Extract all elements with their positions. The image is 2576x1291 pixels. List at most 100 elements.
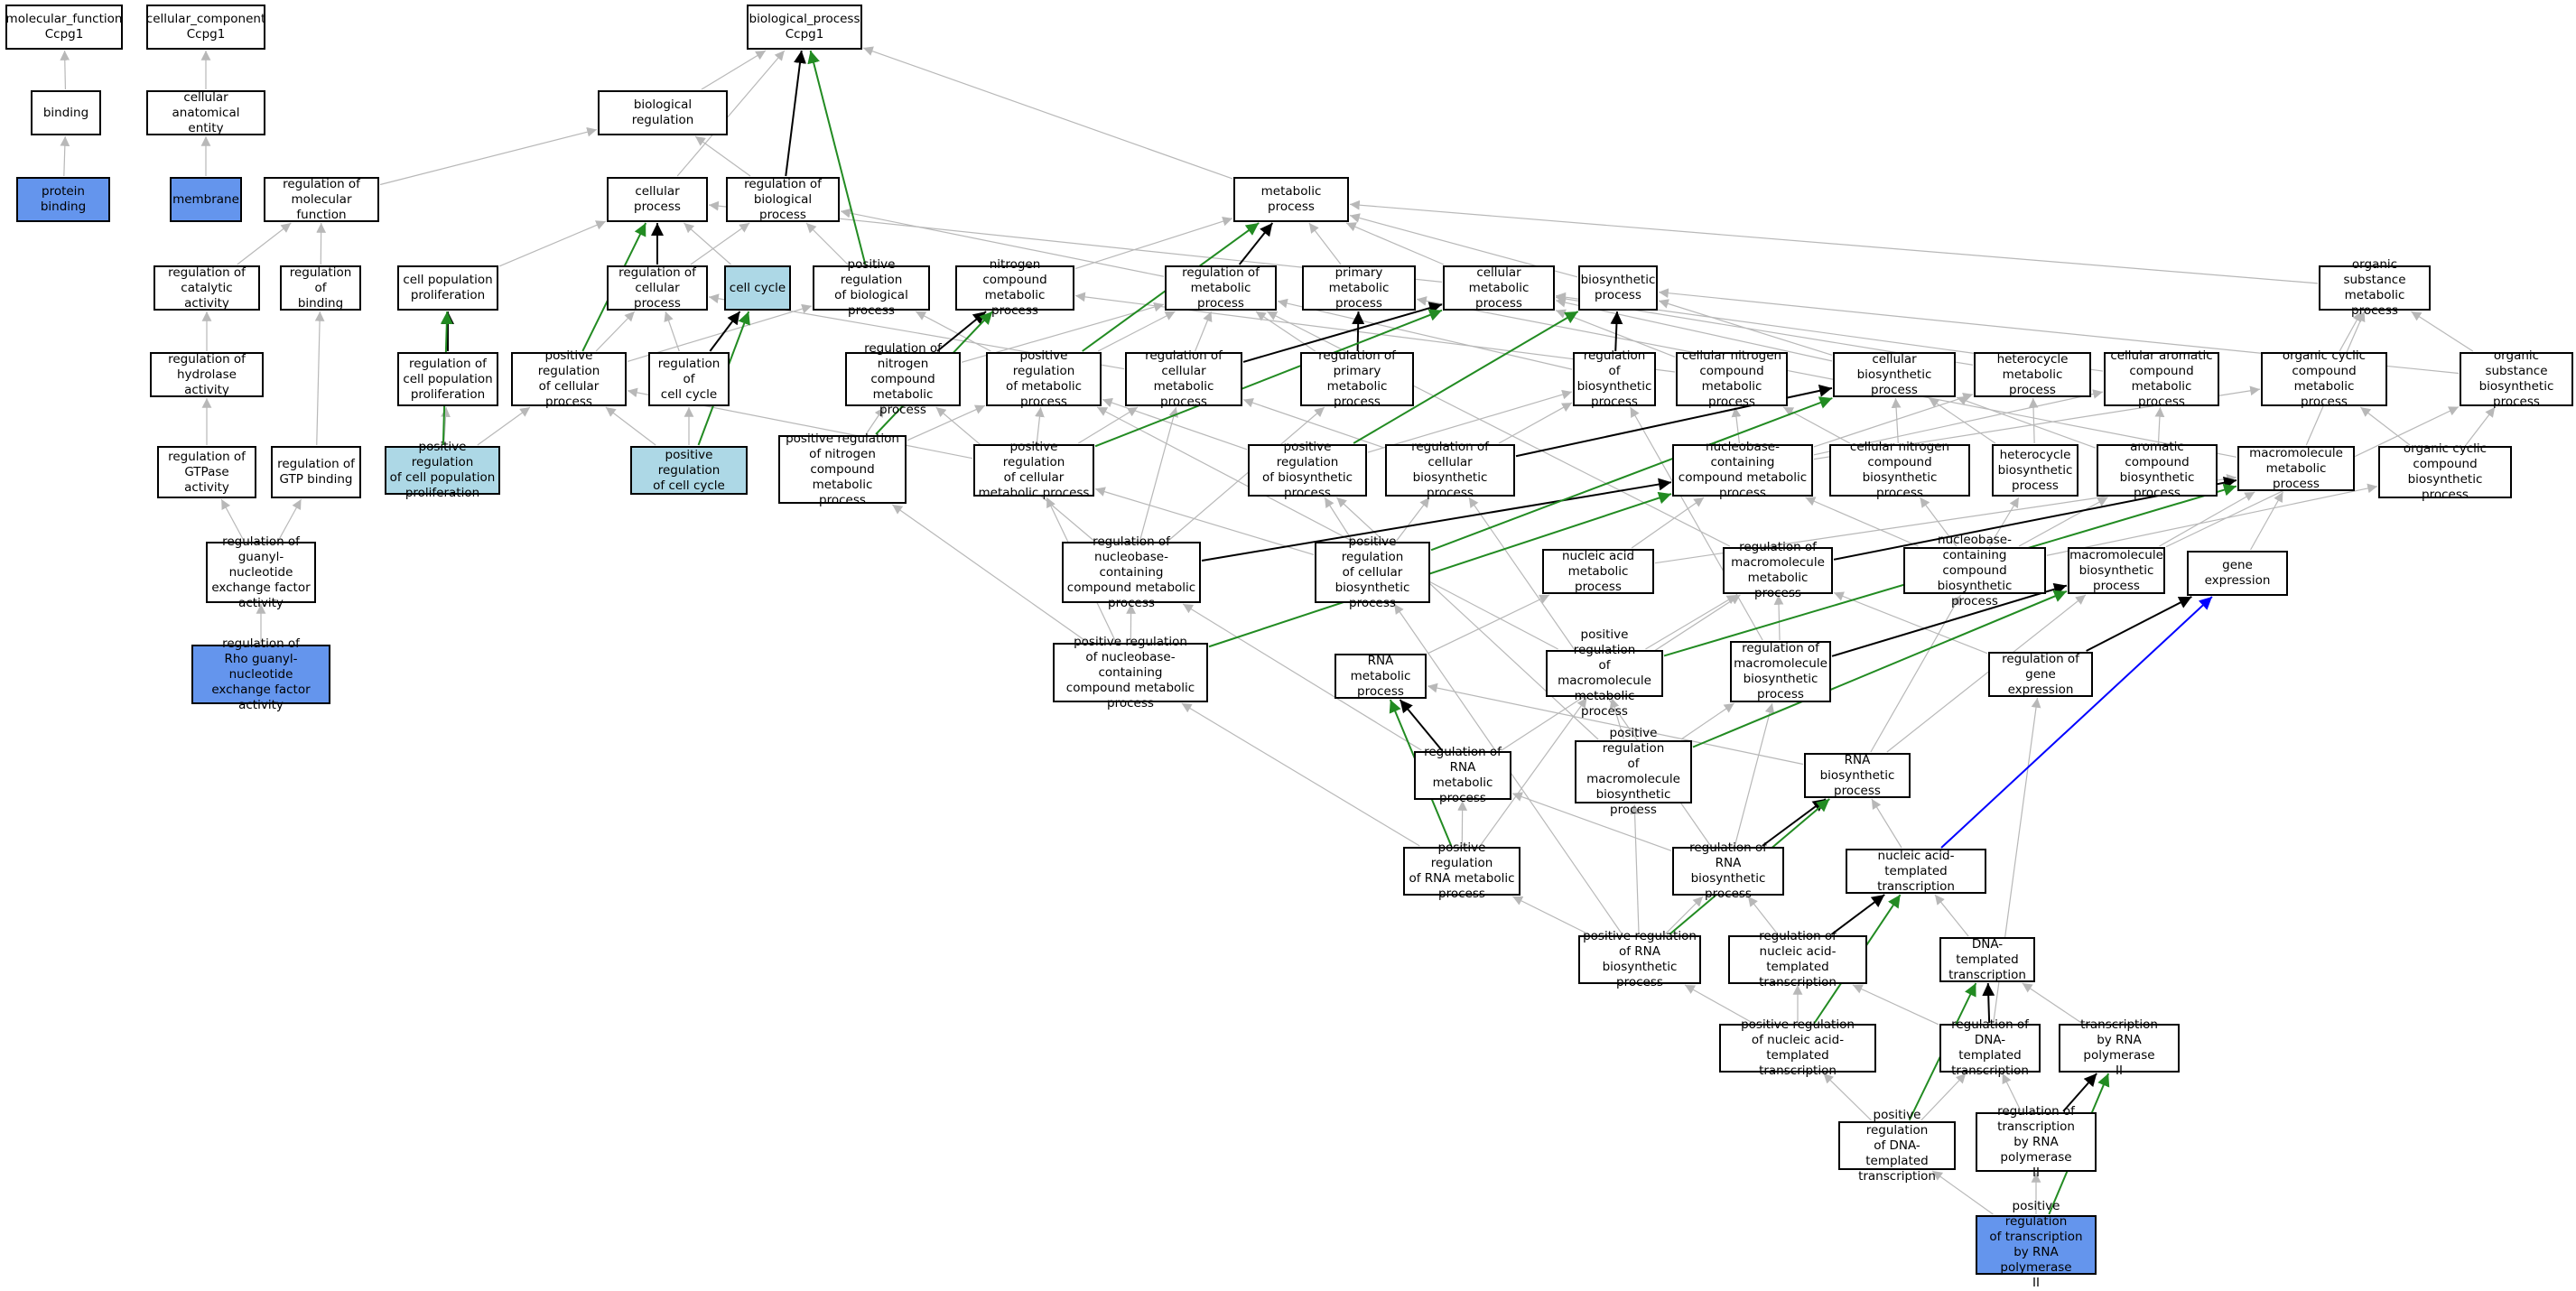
node-regguanyl[interactable]: regulation of guanyl-nucleotide exchange…	[206, 542, 316, 603]
node-heterbiosyn[interactable]: heterocycle biosynthetic process	[1992, 444, 2078, 497]
node-cellbiosyn[interactable]: cellular biosynthetic process	[1833, 352, 1956, 397]
node-cellcycle[interactable]: cell cycle	[724, 265, 791, 311]
node-regmetproc[interactable]: regulation of metabolic process	[1165, 265, 1277, 311]
node-orgcyccompbiosyn[interactable]: organic cyclic compound biosynthetic pro…	[2378, 446, 2512, 498]
node-metproc[interactable]: metabolic process	[1233, 177, 1349, 222]
node-cellmet[interactable]: cellular metabolic process	[1443, 265, 1555, 311]
edge-protbind-to-binding	[64, 136, 65, 176]
node-posregmacromolmet[interactable]: positive regulation of macromolecule met…	[1546, 650, 1663, 697]
node-posregcellproc[interactable]: positive regulation of cellular process	[511, 352, 627, 406]
edge-regmetproc-to-metproc	[1240, 223, 1273, 265]
node-cellnitcompmet[interactable]: cellular nitrogen compound metabolic pro…	[1676, 352, 1788, 406]
edge-posregcellcycle-to-posregcellproc	[606, 407, 656, 445]
node-bp_root[interactable]: biological_process Ccpg1	[747, 5, 862, 50]
node-posregmetproc[interactable]: positive regulation of metabolic process	[986, 352, 1102, 406]
node-rnabiosyn[interactable]: RNA biosynthetic process	[1804, 753, 1911, 798]
node-nucbasecontbiosyn[interactable]: nucleobase-containing compound biosynthe…	[1903, 547, 2046, 594]
node-regrhoguanyl[interactable]: regulation of Rho guanyl-nucleotide exch…	[191, 645, 330, 704]
node-orgsubbiosyn[interactable]: organic substance biosynthetic process	[2460, 352, 2573, 406]
node-regrnamet[interactable]: regulation of RNA metabolic process	[1414, 751, 1511, 800]
node-posregcellcycle[interactable]: positive regulation of cell cycle	[630, 446, 748, 495]
node-mf_root[interactable]: molecular_function Ccpg1	[5, 5, 123, 50]
node-regmacromolmet[interactable]: regulation of macromolecule metabolic pr…	[1723, 547, 1833, 594]
edge-heterbiosyn-to-hetermet	[2033, 398, 2034, 443]
node-orgcyccompmet[interactable]: organic cyclic compound metabolic proces…	[2261, 352, 2387, 406]
node-regmacromolbiosyn[interactable]: regulation of macromolecule biosynthetic…	[1730, 641, 1831, 702]
node-binding[interactable]: binding	[31, 90, 101, 135]
node-macromolmet[interactable]: macromolecule metabolic process	[2237, 446, 2355, 491]
node-membrane[interactable]: membrane	[170, 177, 242, 222]
node-posregbiosyn[interactable]: positive regulation of biosynthetic proc…	[1248, 444, 1367, 497]
node-posregbioproc[interactable]: positive regulation of biological proces…	[813, 265, 930, 311]
node-cellaromcomp[interactable]: cellular aromatic compound metabolic pro…	[2104, 352, 2219, 406]
node-regmolfun[interactable]: regulation of molecular function	[264, 177, 379, 222]
node-regcatact[interactable]: regulation of catalytic activity	[153, 265, 260, 311]
node-regbiosyn[interactable]: regulation of biosynthetic process	[1573, 352, 1656, 406]
edge-geneexpr-to-macromolmet	[2251, 492, 2283, 550]
edge-nucacidtemptx-to-rnabiosyn	[1872, 799, 1902, 848]
node-cae[interactable]: cellular anatomical entity	[146, 90, 265, 135]
node-hetermet[interactable]: heterocycle metabolic process	[1974, 352, 2091, 397]
edge-posregcellproc-to-regcellproc	[596, 311, 635, 351]
node-cellpopprol[interactable]: cell population proliferation	[397, 265, 498, 311]
node-nucbasecontmet[interactable]: nucleobase-containing compound metabolic…	[1672, 444, 1813, 497]
node-reghydact[interactable]: regulation of hydrolase activity	[150, 352, 264, 397]
node-regcellpopprol[interactable]: regulation of cell population proliferat…	[397, 352, 498, 406]
node-reggtpase[interactable]: regulation of GTPase activity	[157, 446, 256, 498]
node-biosyn[interactable]: biosynthetic process	[1578, 265, 1658, 311]
edge-orgcyccompbiosyn-to-orgcyccompmet	[2360, 407, 2410, 445]
node-posregmacromolbiosyn[interactable]: positive regulation of macromolecule bio…	[1575, 740, 1692, 803]
node-bioreg[interactable]: biological regulation	[598, 90, 728, 135]
node-geneexpr[interactable]: gene expression	[2187, 551, 2288, 596]
node-regnitcompmet[interactable]: regulation of nitrogen compound metaboli…	[845, 352, 961, 406]
node-posregnucbasecontmet[interactable]: positive regulation of nucleobase-contai…	[1053, 643, 1208, 702]
node-txrnapol2[interactable]: transcription by RNA polymerase II	[2059, 1024, 2180, 1073]
node-regnucbasecontmet[interactable]: regulation of nucleobase-containing comp…	[1062, 542, 1201, 603]
node-regcellproc[interactable]: regulation of cellular process	[607, 265, 708, 311]
node-aromcompbiosyn[interactable]: aromatic compound biosynthetic process	[2097, 444, 2218, 497]
node-primmet[interactable]: primary metabolic process	[1302, 265, 1416, 311]
node-cellnitcompbiosyn[interactable]: cellular nitrogen compound biosynthetic …	[1829, 444, 1970, 497]
edge-nucbasecontmet-to-cellnitcompmet	[1735, 407, 1740, 443]
node-posregrnamet[interactable]: positive regulation of RNA metabolic pro…	[1403, 847, 1520, 896]
edge-nucacidtemptx-to-geneexpr	[1941, 597, 2212, 848]
node-nucacidmet[interactable]: nucleic acid metabolic process	[1542, 549, 1654, 594]
node-regbioproc[interactable]: regulation of biological process	[726, 177, 840, 222]
edge-posregrnabiosyn-to-posregrnamet	[1512, 896, 1588, 934]
node-regprimmet[interactable]: regulation of primary metabolic process	[1300, 352, 1414, 406]
edge-dnatemptx-to-nucacidtemptx	[1935, 895, 1968, 936]
node-reggeneexpr[interactable]: regulation of gene expression	[1988, 652, 2093, 697]
node-regcellbiosyn[interactable]: regulation of cellular biosynthetic proc…	[1385, 444, 1515, 497]
node-nitcompmet[interactable]: nitrogen compound metabolic process	[955, 265, 1074, 311]
node-cc_root[interactable]: cellular_component Ccpg1	[146, 5, 265, 50]
node-regcellcycle[interactable]: regulation of cell cycle	[648, 352, 730, 406]
node-regnucacidtemptx[interactable]: regulation of nucleic acid-templated tra…	[1728, 935, 1867, 984]
node-posregtxrnapol2[interactable]: positive regulation of transcription by …	[1976, 1215, 2097, 1275]
node-dnatemptx[interactable]: DNA-templated transcription	[1939, 937, 2035, 982]
node-protbind[interactable]: protein binding	[16, 177, 110, 222]
node-posregnucacidtemptx[interactable]: positive regulation of nucleic acid-temp…	[1719, 1024, 1876, 1073]
node-posregdnatemptx[interactable]: positive regulation of DNA-templated tra…	[1838, 1121, 1956, 1170]
node-posregcellbiosyn[interactable]: positive regulation of cellular biosynth…	[1315, 542, 1430, 603]
edge-heterbiosyn-to-cellbiosyn	[1929, 398, 1995, 443]
node-regrnabiosyn[interactable]: regulation of RNA biosynthetic process	[1672, 847, 1784, 896]
edge-nucacidmet-to-nucbasecontmet	[1632, 497, 1704, 548]
node-posregrnabiosyn[interactable]: positive regulation of RNA biosynthetic …	[1578, 935, 1701, 984]
edge-regprimmet-to-primmet	[1358, 311, 1359, 351]
node-orgsubmet[interactable]: organic substance metabolic process	[2319, 265, 2431, 311]
node-regcellmet[interactable]: regulation of cellular metabolic process	[1125, 352, 1242, 406]
node-cellproc[interactable]: cellular process	[607, 177, 708, 222]
node-posregcellmet[interactable]: positive regulation of cellular metaboli…	[973, 444, 1094, 497]
node-rnamet[interactable]: RNA metabolic process	[1334, 654, 1427, 699]
edge-posregbioproc-to-bp_root	[811, 51, 866, 265]
edge-reggeneexpr-to-geneexpr	[2087, 597, 2192, 651]
edge-posregrnamet-to-posregnucbasecontmet	[1182, 703, 1420, 846]
node-regdnatemptx[interactable]: regulation of DNA-templated transcriptio…	[1939, 1024, 2041, 1073]
node-posregnitcompmet[interactable]: positive regulation of nitrogen compound…	[778, 435, 907, 504]
node-reggtpbind[interactable]: regulation of GTP binding	[271, 446, 361, 498]
node-posregcellpopprol[interactable]: positive regulation of cell population p…	[385, 446, 500, 495]
node-nucacidtemptx[interactable]: nucleic acid-templated transcription	[1846, 849, 1986, 894]
node-regtxrnapol2[interactable]: regulation of transcription by RNA polym…	[1976, 1112, 2097, 1172]
node-macromolbiosyn[interactable]: macromolecule biosynthetic process	[2068, 547, 2165, 594]
node-regbind[interactable]: regulation of binding	[280, 265, 361, 311]
